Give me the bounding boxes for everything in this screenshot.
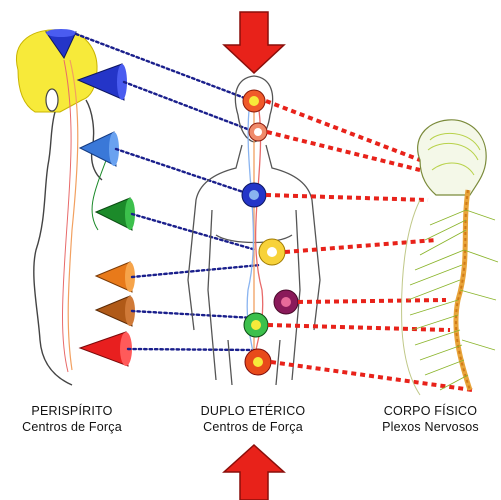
caption-corpo-fisico-subtitle: Plexos Nervosos — [360, 419, 501, 435]
caption-perispirito-title: PERISPÍRITO — [2, 403, 142, 419]
caption-corpo-fisico-title: CORPO FÍSICO — [360, 403, 501, 419]
caption-duplo-eterico-subtitle: Centros de Força — [178, 419, 328, 435]
caption-duplo-eterico-title: DUPLO ETÉRICO — [178, 403, 328, 419]
caption-perispirito: PERISPÍRITO Centros de Força — [2, 403, 142, 435]
caption-corpo-fisico: CORPO FÍSICO Plexos Nervosos — [360, 403, 501, 435]
caption-duplo-eterico: DUPLO ETÉRICO Centros de Força — [178, 403, 328, 435]
caption-perispirito-subtitle: Centros de Força — [2, 419, 142, 435]
